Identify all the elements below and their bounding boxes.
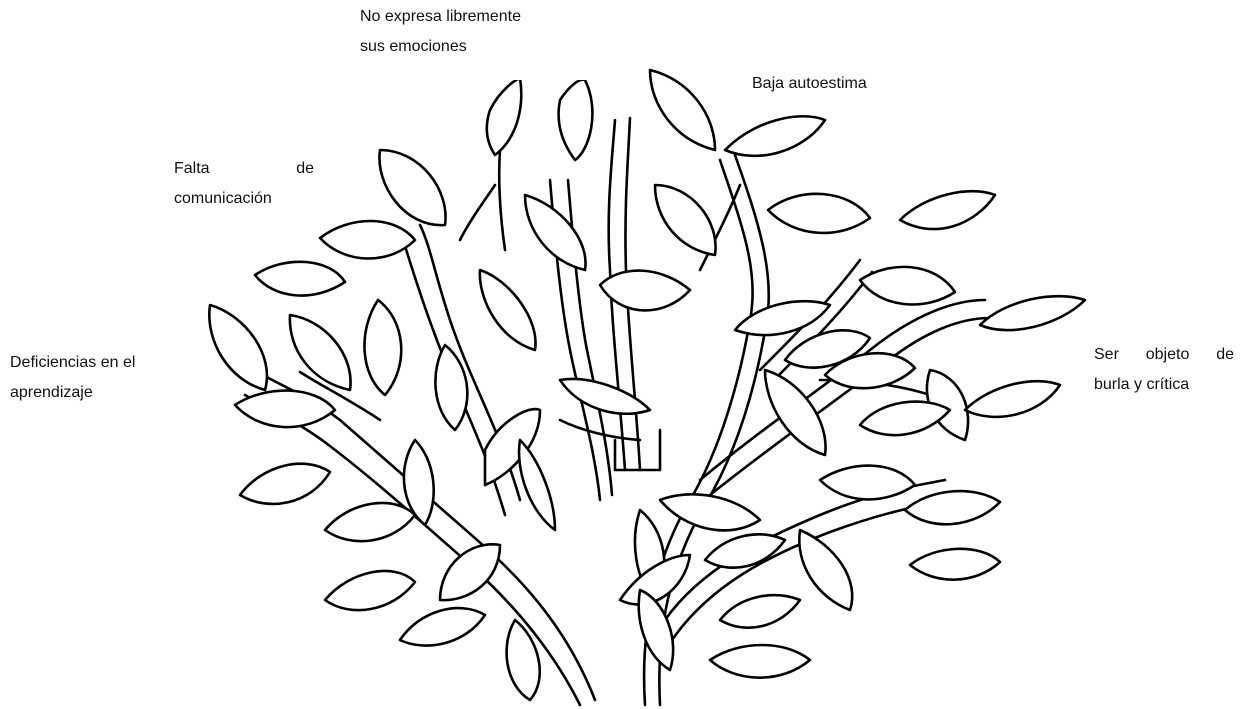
leaf [235, 391, 335, 428]
leaf [905, 491, 1000, 524]
leaf [379, 150, 445, 225]
leaf [980, 296, 1085, 330]
label-word: Ser [1094, 340, 1119, 370]
leaf [290, 315, 351, 390]
leaf [725, 116, 825, 156]
leaf [560, 379, 650, 414]
leaf [820, 466, 915, 500]
leaf [519, 440, 555, 530]
label-line: Deficiencias en el [10, 348, 190, 378]
leaf [255, 262, 345, 296]
leaf [209, 305, 267, 390]
leaf [965, 381, 1060, 417]
leaf [435, 345, 467, 430]
leaf [600, 271, 690, 311]
leaf [400, 608, 485, 645]
leaf [768, 194, 870, 233]
label-word: objeto [1146, 340, 1190, 370]
leaf [860, 267, 955, 305]
label-objeto-burla-critica: Ser objeto de burla y crítica [1090, 340, 1248, 400]
leaf [480, 270, 536, 350]
leaf [799, 530, 852, 610]
leaf [765, 370, 826, 455]
leaf [860, 402, 950, 436]
leaf [325, 503, 415, 541]
leaf [325, 571, 415, 610]
label-line: comunicación [174, 184, 326, 214]
leaf [487, 78, 522, 155]
label-line: burla y crítica [1094, 370, 1244, 400]
leaf [320, 221, 415, 259]
leaf [364, 300, 401, 395]
label-word: Falta [174, 154, 210, 184]
label-deficiencias-aprendizaje: Deficiencias en el aprendizaje [6, 348, 194, 408]
leaf [559, 80, 593, 160]
tree-leaves [209, 70, 1085, 700]
leaf [710, 645, 810, 678]
leaf [440, 544, 500, 600]
leaf [660, 494, 760, 530]
leaf [240, 464, 330, 504]
label-line: No expresa libremente [360, 2, 626, 32]
leaf [900, 191, 995, 229]
leaf [705, 534, 785, 567]
leaf [910, 549, 1000, 580]
label-no-expresa-emociones: No expresa libremente sus emociones [356, 2, 630, 80]
label-falta-comunicacion: Falta de comunicación [170, 154, 330, 214]
leaf [720, 595, 800, 628]
leaf [650, 70, 715, 150]
label-baja-autoestima: Baja autoestima [748, 69, 948, 99]
label-line: aprendizaje [10, 378, 190, 408]
leaf [735, 301, 830, 335]
leaf [655, 185, 716, 255]
label-word: de [1216, 340, 1234, 370]
label-line: sus emociones [360, 32, 626, 62]
label-line: Baja autoestima [752, 69, 944, 99]
leaf [525, 195, 586, 270]
label-word: de [296, 154, 314, 184]
